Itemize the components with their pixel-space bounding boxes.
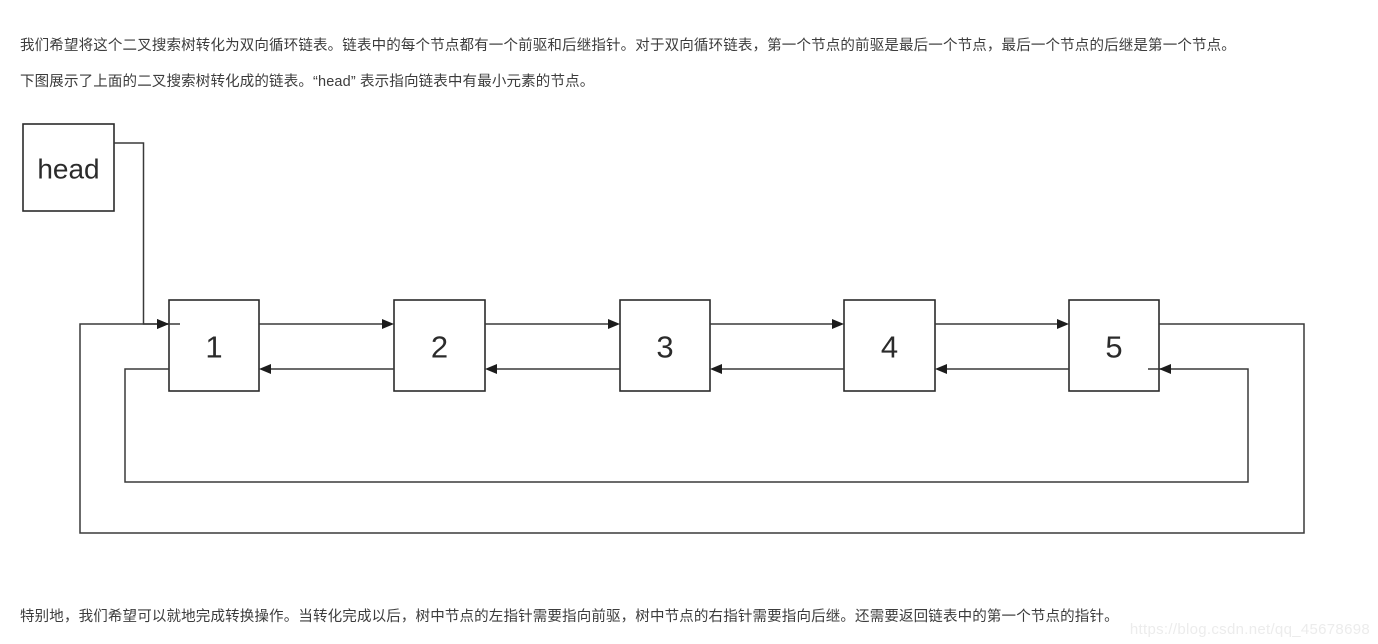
node-label-2: 2 [431, 330, 448, 365]
node-3-group: 3 [619, 299, 711, 392]
node-label-3: 3 [656, 330, 673, 365]
wrap-link-5-to-1-path [79, 323, 1305, 534]
node-label-1: 1 [205, 330, 222, 365]
forward-link-1-2 [259, 319, 394, 329]
wrap-link-5-to-1 [79, 319, 1305, 534]
backward-link-4-3-arrowhead [710, 364, 722, 374]
head-box [22, 123, 115, 212]
forward-link-2-3-arrowhead [608, 319, 620, 329]
forward-link-4-5-arrowhead [1057, 319, 1069, 329]
forward-link-2-3 [485, 319, 620, 329]
head-box-label: head [37, 154, 99, 185]
forward-link-4-5 [935, 319, 1069, 329]
node-box-2 [393, 299, 486, 392]
csdn-watermark: https://blog.csdn.net/qq_45678698 [1129, 621, 1370, 638]
forward-link-3-4-arrowhead [832, 319, 844, 329]
wrap-link-1-to-5 [124, 364, 1249, 483]
node-label-4: 4 [881, 330, 898, 365]
linked-list-diagram: head 1 2 3 4 [0, 100, 1378, 560]
head-box-group: head [22, 123, 115, 212]
paragraph-inplace: 特别地，我们希望可以就地完成转换操作。当转化完成以后，树中节点的左指针需要指向前… [20, 608, 1119, 625]
paragraph-figure-note: 下图展示了上面的二叉搜索树转化成的链表。“head” 表示指向链表中有最小元素的… [20, 73, 595, 90]
forward-link-3-4 [710, 319, 844, 329]
node-box-3 [619, 299, 711, 392]
backward-link-2-1 [259, 364, 394, 374]
backward-link-3-2 [485, 364, 620, 374]
node-box-5 [1068, 299, 1160, 392]
backward-link-2-1-arrowhead [259, 364, 271, 374]
node-box-1 [168, 299, 260, 392]
node-5-group: 5 [1068, 299, 1160, 392]
backward-link-5-4-arrowhead [935, 364, 947, 374]
head-pointer-path [114, 142, 180, 325]
wrap-link-5-to-1-arrowhead [157, 319, 169, 329]
node-label-5: 5 [1105, 330, 1122, 365]
wrap-link-1-to-5-arrowhead [1159, 364, 1171, 374]
paragraph-intro: 我们希望将这个二叉搜索树转化为双向循环链表。链表中的每个节点都有一个前驱和后继指… [20, 37, 1236, 54]
backward-link-4-3 [710, 364, 844, 374]
node-2-group: 2 [393, 299, 486, 392]
wrap-link-1-to-5-path [124, 368, 1249, 483]
backward-link-5-4 [935, 364, 1069, 374]
node-1-group: 1 [168, 299, 260, 392]
backward-link-3-2-arrowhead [485, 364, 497, 374]
node-box-4 [843, 299, 936, 392]
forward-link-1-2-arrowhead [382, 319, 394, 329]
node-4-group: 4 [843, 299, 936, 392]
diagram-svg: head 1 2 3 4 [22, 123, 1305, 534]
